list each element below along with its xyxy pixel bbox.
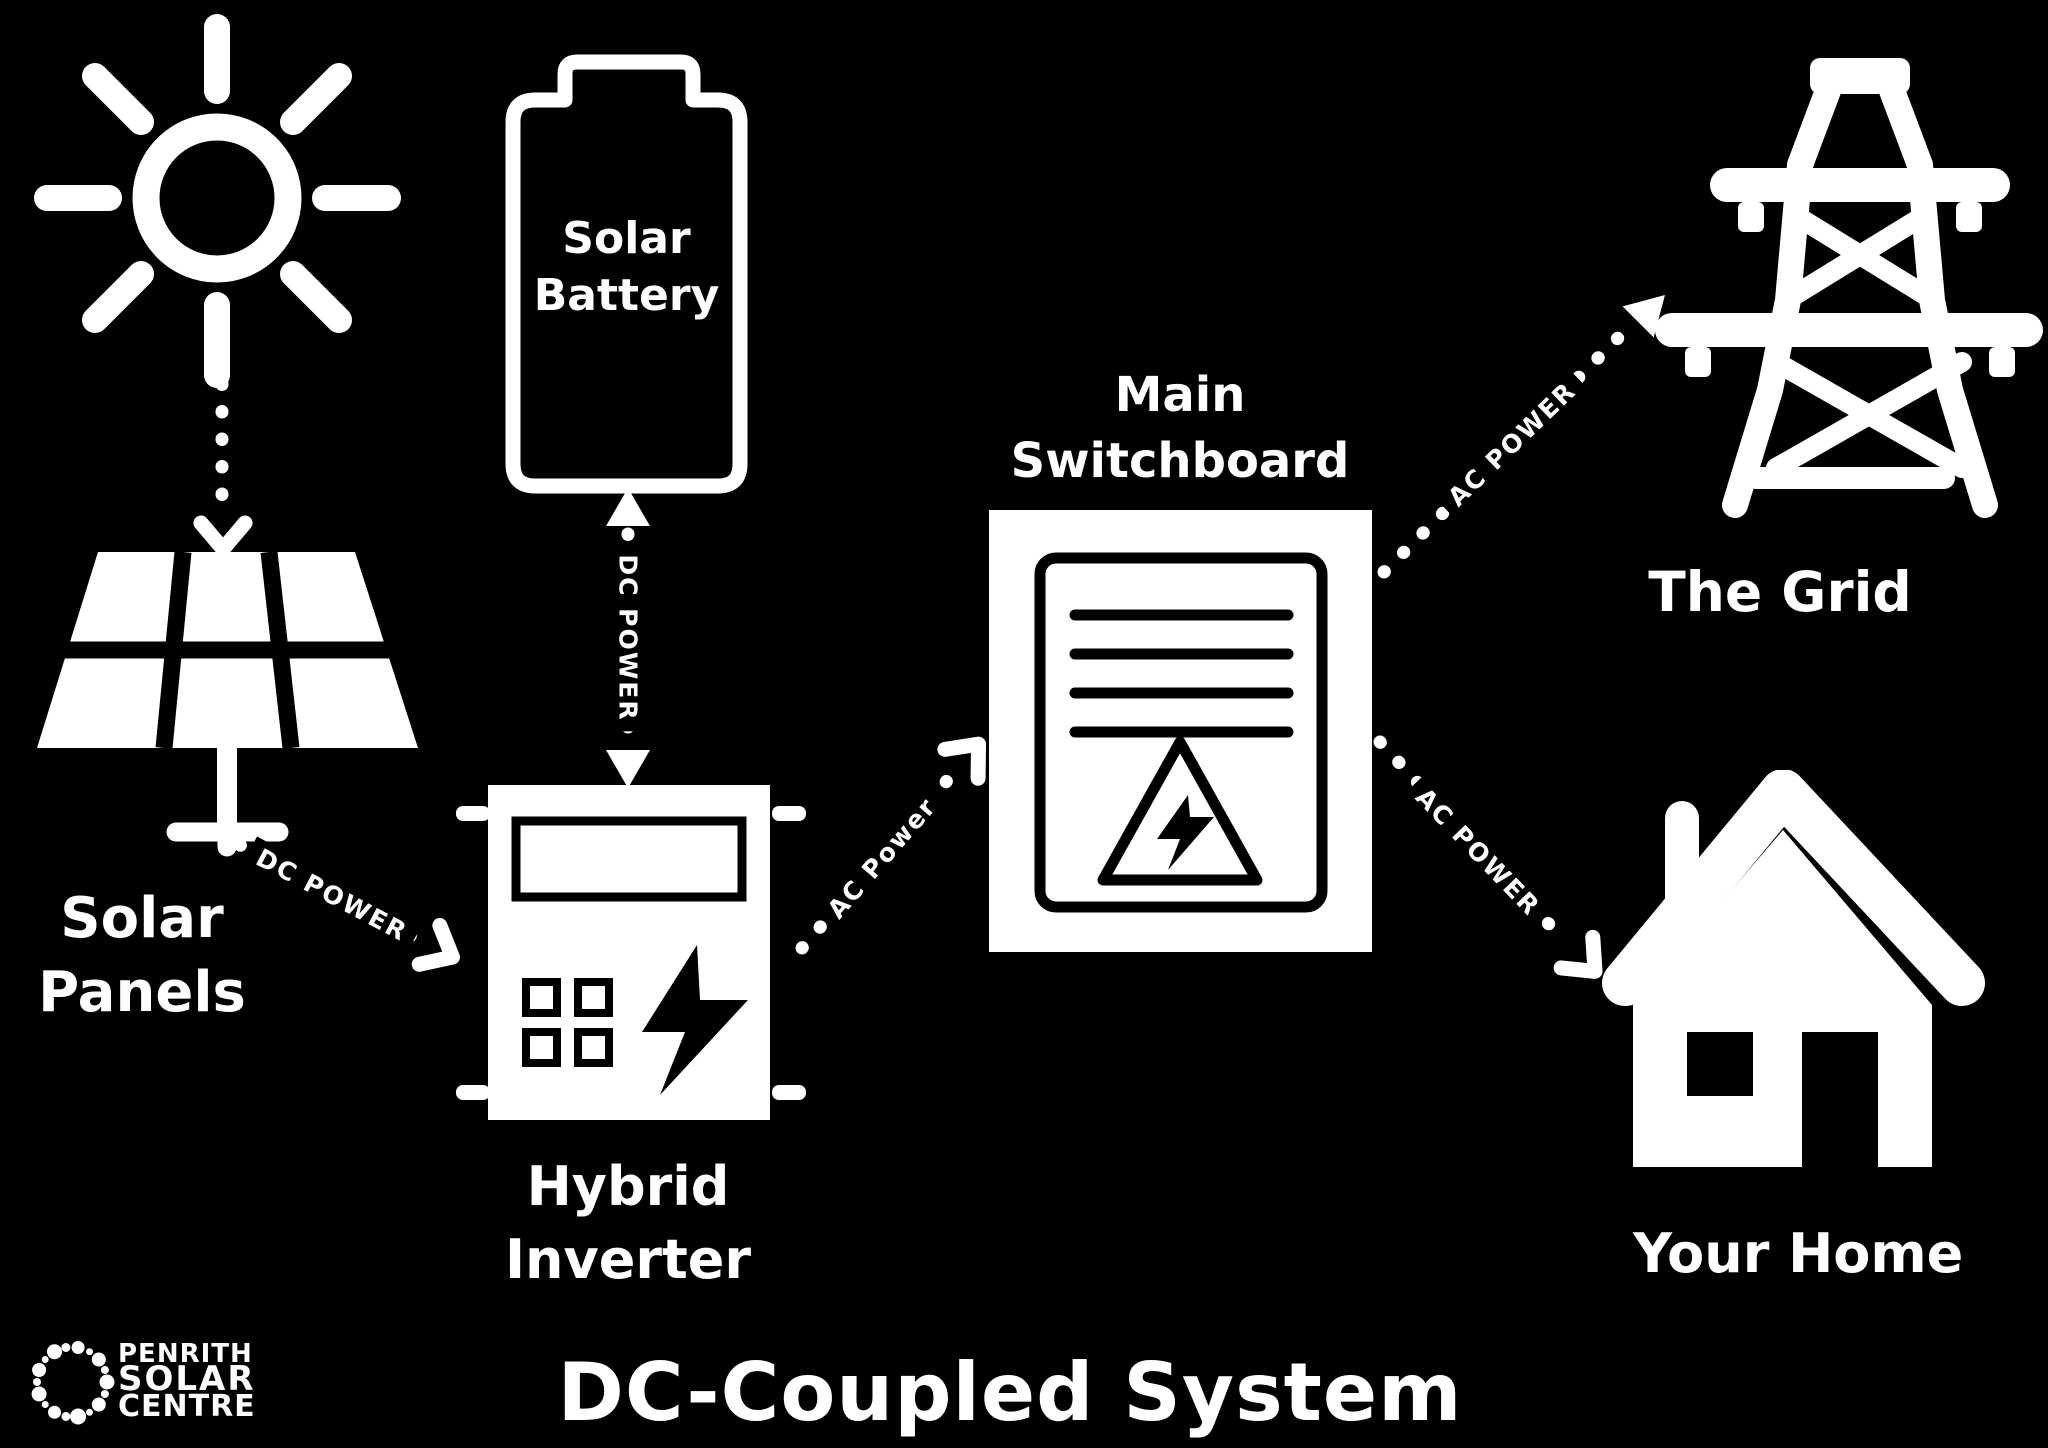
solar-panels-label-line2: Panels [38,960,246,1025]
logo-text-line2: SOLAR [118,1359,256,1399]
grid-label: The Grid [1630,556,1930,629]
chevron-arrowhead-panels [411,917,460,972]
chevron-arrowhead-home [1553,929,1603,979]
warning-bolt-icon [1157,795,1214,870]
dc-power-label-battery: DC POWER [611,544,645,732]
solar-battery-label-line1: Solar [562,213,691,264]
solar-panels-label-line1: Solar [60,886,224,951]
home-label-text: Your Home [1633,1222,1964,1285]
solar-panels-label: Solar Panels [22,882,262,1030]
chevron-arrowhead-switchboard [937,736,987,786]
logo-text-line1: PENRITH [118,1339,253,1369]
solar-battery-label-line2: Battery [533,270,720,321]
main-switchboard-label-line1: Main [1114,367,1246,423]
lightning-bolt-icon [642,945,748,1095]
logo-text-line3: CENTRE [118,1389,256,1424]
main-switchboard-label-line2: Switchboard [1010,433,1350,489]
warning-triangle-icon [1097,736,1263,886]
home-icon [1602,770,1985,1167]
triangle-arrowhead-grid [1622,295,1665,338]
grid-label-text: The Grid [1648,560,1912,624]
diagram-title: DC-Coupled System [557,1346,1463,1439]
solar-panels-icon [37,551,418,857]
main-switchboard-label: Main Switchboard [980,362,1380,494]
hybrid-inverter-label-line1: Hybrid [526,1155,730,1218]
chevron-arrowhead-down [193,515,253,557]
penrith-solar-centre-logo-icon [31,1341,115,1425]
home-window [1687,1032,1753,1096]
solar-battery-icon [505,54,748,494]
home-door [1802,1032,1878,1167]
home-label: Your Home [1633,1218,1964,1289]
hybrid-inverter-icon [456,785,806,1120]
triangle-arrowhead-inverter-down [606,750,650,788]
solar-battery-label: Solar Battery [513,210,740,324]
main-switchboard-icon [989,510,1372,952]
sun-icon [34,14,401,388]
triangle-arrowhead-battery-up [606,488,650,526]
grid-tower-icon [1655,58,2043,518]
hybrid-inverter-label-line2: Inverter [504,1228,752,1291]
hybrid-inverter-label: Hybrid Inverter [478,1150,778,1296]
